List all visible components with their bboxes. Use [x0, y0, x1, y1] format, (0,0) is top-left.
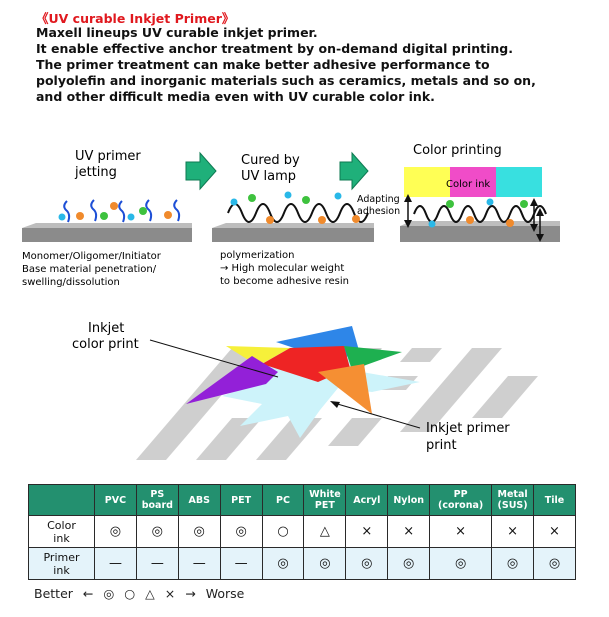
step2-title-line: Cured by [241, 153, 300, 168]
rating-cell: ◎ [533, 547, 576, 580]
column-header: PVC [94, 484, 137, 516]
column-header: Nylon [387, 484, 431, 516]
rating-cell: ○ [261, 515, 305, 548]
rating-cell: ◎ [491, 547, 535, 580]
step1-caption-line: swelling/dissolution [22, 277, 120, 288]
legend-symbol: ○ [124, 586, 136, 601]
step2-title-line: UV lamp [241, 169, 296, 184]
column-header: PC [261, 484, 305, 516]
intro-line: The primer treatment can make better adh… [36, 57, 490, 72]
step3-title: Color printing [413, 143, 502, 158]
color-ink-label: Color ink [446, 179, 490, 190]
rating-cell: — [94, 547, 137, 580]
adapting-label-line: adhesion [357, 206, 400, 217]
legend-arrow-left-icon: ← [82, 586, 94, 601]
page-title: 《UV curable Inkjet Primer》 [36, 11, 235, 26]
color-print-shape [186, 326, 402, 414]
rating-cell: × [345, 515, 389, 548]
rating-cell: ◎ [387, 547, 431, 580]
column-header: Tile [533, 484, 576, 516]
rating-cell: △ [303, 515, 347, 548]
rating-cell: ◎ [303, 547, 347, 580]
intro-line: It enable effective anchor treatment by … [36, 41, 513, 56]
color-print-label-line: Inkjet [88, 321, 124, 336]
step2-caption-line: polymerization [220, 250, 294, 261]
column-header: Metal(SUS) [491, 484, 535, 516]
rating-cell: ◎ [94, 515, 137, 548]
rating-cell: — [219, 547, 263, 580]
step1-title-line: UV primer [75, 149, 141, 164]
rating-cell: ◎ [261, 547, 305, 580]
step2-caption-line: to become adhesive resin [220, 276, 349, 287]
rating-cell: × [533, 515, 576, 548]
intro-text: Maxell lineups UV curable inkjet primer.… [36, 25, 596, 105]
table-corner-cell [28, 484, 95, 516]
rating-cell: × [429, 515, 493, 548]
rating-legend: Better ← ◎ ○ △ × → Worse [34, 586, 250, 601]
leader-arrowhead-icon [330, 401, 340, 408]
legend-arrow-right-icon: → [185, 586, 196, 601]
adhesion-arrows-icon [404, 194, 544, 242]
legend-symbol: × [164, 586, 176, 601]
step1-title-line: jetting [74, 165, 117, 180]
intro-line: polyolefin and inorganic materials such … [36, 73, 536, 88]
rating-cell: — [135, 547, 179, 580]
legend-symbol: △ [145, 586, 155, 601]
column-header: PET [219, 484, 263, 516]
primer-print-leader-line [333, 402, 421, 429]
intro-line: Maxell lineups UV curable inkjet primer. [36, 25, 318, 40]
color-print-leader-line [149, 339, 279, 378]
column-header: Acryl [345, 484, 389, 516]
legend-symbol: ◎ [103, 586, 115, 601]
rating-cell: ◎ [135, 515, 179, 548]
primer-print-label-line: Inkjet primer [426, 421, 510, 436]
substrate-1 [22, 223, 192, 242]
rating-cell: — [177, 547, 221, 580]
primer-droplets [58, 199, 181, 223]
substrate-3 [400, 221, 560, 242]
legend-worse: Worse [205, 586, 245, 601]
color-print-label-line: color print [72, 337, 139, 352]
intro-line: and other difficult media even with UV c… [36, 89, 435, 104]
process-diagram: UV primer jetting Monomer/Oligomer/Initi… [22, 143, 560, 460]
rating-cell: ◎ [177, 515, 221, 548]
primer-print-label-line: print [426, 438, 457, 453]
polymer-chain-bonded [413, 198, 547, 228]
step1-caption-line: Base material penetration/ [22, 264, 157, 275]
color-ink-blocks [404, 167, 542, 197]
adapting-label-line: Adapting [357, 194, 400, 205]
legend-better: Better [34, 586, 73, 601]
rating-cell: × [491, 515, 535, 548]
rating-cell: ◎ [345, 547, 389, 580]
substrate-2 [212, 223, 374, 242]
rating-cell: ◎ [219, 515, 263, 548]
process-arrow-icon [185, 151, 217, 191]
column-header: ABS [177, 484, 221, 516]
polymer-chain [227, 191, 369, 224]
step2-caption-line: → High molecular weight [220, 263, 344, 274]
rating-cell: × [387, 515, 431, 548]
step1-caption-line: Monomer/Oligomer/Initiator [22, 251, 162, 262]
column-header: PP(corona) [429, 484, 493, 516]
rating-cell: ◎ [429, 547, 493, 580]
process-arrow-icon [339, 151, 369, 191]
